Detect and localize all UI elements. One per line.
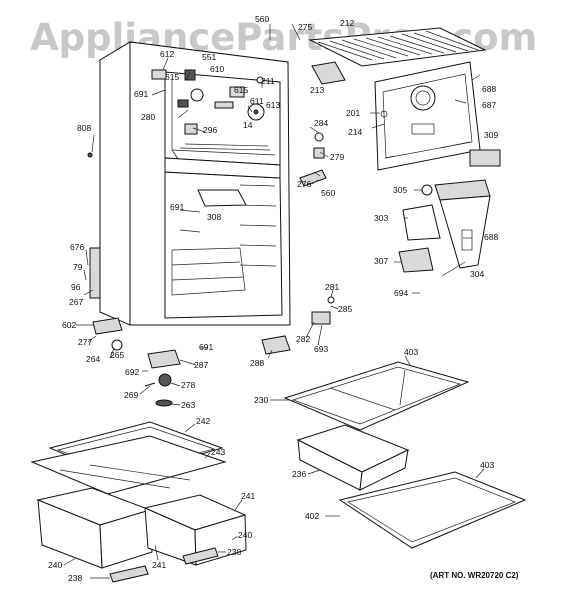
label-240: 240 <box>238 530 252 540</box>
label-238: 238 <box>68 573 82 583</box>
label-201: 201 <box>346 108 360 118</box>
label-238: 238 <box>227 547 241 557</box>
label-277: 277 <box>78 337 92 347</box>
label-241: 241 <box>152 560 166 570</box>
label-615: 615 <box>234 85 248 95</box>
label-96: 96 <box>71 282 81 292</box>
label-403: 403 <box>404 347 418 357</box>
label-692: 692 <box>125 367 139 377</box>
label-308: 308 <box>207 212 221 222</box>
label-296: 296 <box>203 125 217 135</box>
label-808: 808 <box>77 123 91 133</box>
label-279: 279 <box>330 152 344 162</box>
hinge-287 <box>147 349 181 369</box>
leader-lines <box>63 23 485 579</box>
air-duct-assembly <box>398 179 491 273</box>
label-691: 691 <box>199 342 213 352</box>
shelf-support-308 <box>197 189 247 207</box>
grille-213 <box>311 61 346 85</box>
label-213: 213 <box>310 85 324 95</box>
label-284: 284 <box>314 118 328 128</box>
label-304: 304 <box>470 269 484 279</box>
label-240: 240 <box>48 560 62 570</box>
label-267: 267 <box>69 297 83 307</box>
part-labels: 560 275 212 612 551 615 610 691 211 615 … <box>48 14 498 583</box>
label-602: 602 <box>62 320 76 330</box>
label-305: 305 <box>393 185 407 195</box>
label-236: 236 <box>292 469 306 479</box>
label-615: 615 <box>165 72 179 82</box>
label-560: 560 <box>255 14 269 24</box>
label-276: 276 <box>297 179 311 189</box>
label-691: 691 <box>134 89 148 99</box>
label-282: 282 <box>296 334 310 344</box>
label-263: 263 <box>181 400 195 410</box>
label-278: 278 <box>181 380 195 390</box>
label-610: 610 <box>210 64 224 74</box>
label-402: 402 <box>305 511 319 521</box>
label-14: 14 <box>243 120 253 130</box>
label-693: 693 <box>314 344 328 354</box>
label-560: 560 <box>321 188 335 198</box>
label-287: 287 <box>194 360 208 370</box>
shelf-frame-243 <box>30 435 227 495</box>
label-281: 281 <box>325 282 339 292</box>
label-403: 403 <box>480 460 494 470</box>
label-694: 694 <box>394 288 408 298</box>
label-613: 613 <box>266 100 280 110</box>
label-212: 212 <box>340 18 354 28</box>
label-285: 285 <box>338 304 352 314</box>
evaporator-cover-201 <box>374 61 481 171</box>
label-688: 688 <box>484 232 498 242</box>
label-242: 242 <box>196 416 210 426</box>
label-243: 243 <box>211 447 225 457</box>
label-265: 265 <box>110 350 124 360</box>
label-309: 309 <box>484 130 498 140</box>
label-230: 230 <box>254 395 268 405</box>
label-691: 691 <box>170 202 184 212</box>
label-269: 269 <box>124 390 138 400</box>
label-241: 241 <box>241 491 255 501</box>
glass-shelf-230 <box>283 361 470 431</box>
label-612: 612 <box>160 49 174 59</box>
label-307: 307 <box>374 256 388 266</box>
hinge-288 <box>261 335 291 355</box>
label-214: 214 <box>348 127 362 137</box>
label-79: 79 <box>73 262 83 272</box>
label-288: 288 <box>250 358 264 368</box>
label-611: 611 <box>250 96 264 106</box>
label-676: 676 <box>70 242 84 252</box>
label-275: 275 <box>298 22 312 32</box>
label-687: 687 <box>482 100 496 110</box>
handle-238-left <box>109 565 149 583</box>
back-panel-212 <box>308 27 487 67</box>
crisper-pan-236 <box>296 424 410 491</box>
refrigerator-cabinet <box>89 41 291 326</box>
drawer-240-left <box>36 487 153 569</box>
art-number: (ART NO. WR20720 C2) <box>430 571 519 580</box>
glass-shelf-402 <box>338 471 527 549</box>
label-264: 264 <box>86 354 100 364</box>
plate-309 <box>469 149 501 167</box>
handle-238-right <box>182 547 219 565</box>
label-303: 303 <box>374 213 388 223</box>
label-688: 688 <box>482 84 496 94</box>
label-551: 551 <box>202 52 216 62</box>
label-280: 280 <box>141 112 155 122</box>
hinge-602 <box>92 317 123 335</box>
top-small-parts <box>87 69 265 158</box>
label-211: 211 <box>261 76 275 86</box>
